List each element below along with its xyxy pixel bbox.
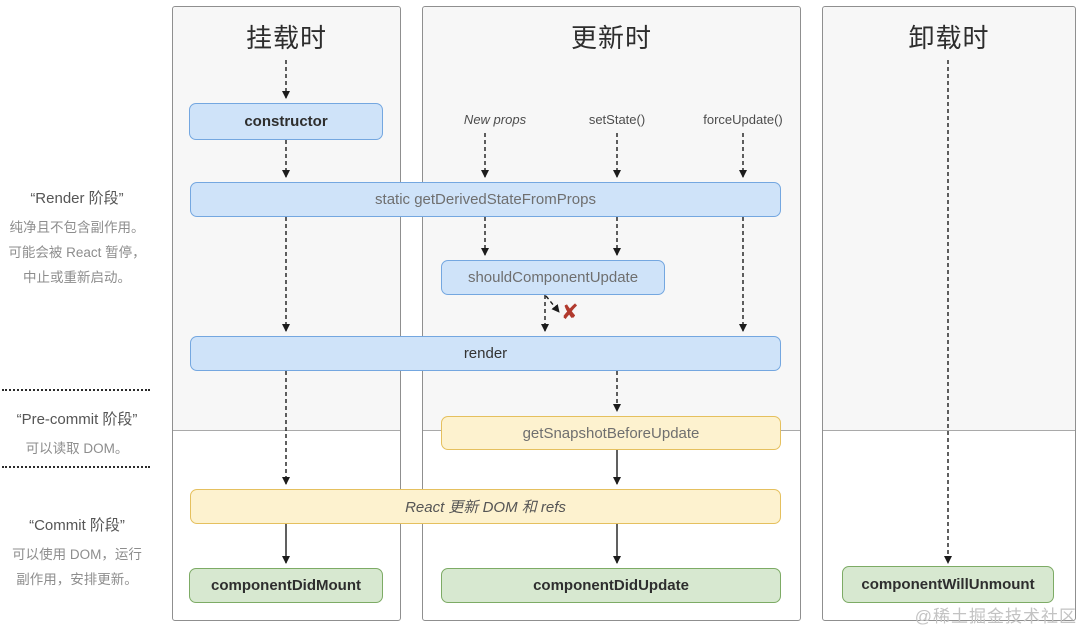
- panel-mounting: [172, 6, 401, 621]
- commit-phase-note: “Commit 阶段” 可以使用 DOM，运行 副作用，安排更新。: [0, 514, 154, 592]
- node-component-will-unmount: componentWillUnmount: [842, 566, 1054, 603]
- precommit-phase-note: “Pre-commit 阶段” 可以读取 DOM。: [0, 408, 154, 461]
- panel-unmounting: [822, 6, 1076, 621]
- render-phase-line: 中止或重新启动。: [23, 270, 131, 285]
- column-title-unmounting: 卸载时: [908, 23, 990, 53]
- trigger-set-state: setState(): [588, 112, 646, 127]
- render-phase-title: “Render 阶段”: [30, 190, 124, 207]
- precommit-phase-line: 可以读取 DOM。: [25, 441, 129, 456]
- node-get-derived-state-from-props: static getDerivedStateFromProps: [190, 182, 781, 217]
- column-title-mounting: 挂载时: [245, 23, 327, 53]
- node-component-did-mount: componentDidMount: [189, 568, 383, 603]
- render-phase-note: “Render 阶段” 纯净且不包含副作用。 可能会被 React 暂停， 中止…: [0, 187, 154, 290]
- precommit-phase-title: “Pre-commit 阶段”: [16, 411, 138, 428]
- node-constructor: constructor: [189, 103, 383, 140]
- node-render: render: [190, 336, 781, 371]
- trigger-new-props: New props: [463, 112, 527, 127]
- render-phase-region-unmounting: [823, 7, 1075, 431]
- panel-updating: [422, 6, 801, 621]
- node-react-updates-dom: React 更新 DOM 和 refs: [190, 489, 781, 524]
- commit-phase-title: “Commit 阶段”: [29, 517, 125, 534]
- commit-phase-line: 副作用，安排更新。: [16, 572, 138, 587]
- render-phase-line: 纯净且不包含副作用。: [9, 220, 145, 235]
- node-get-snapshot-before-update: getSnapshotBeforeUpdate: [441, 416, 781, 450]
- cancel-cross-icon: ✘: [561, 301, 579, 324]
- column-title-updating: 更新时: [570, 23, 652, 53]
- node-should-component-update: shouldComponentUpdate: [441, 260, 665, 295]
- phase-separator-top: [2, 389, 150, 391]
- trigger-force-update: forceUpdate(): [703, 112, 783, 127]
- render-phase-line: 可能会被 React 暂停，: [8, 245, 146, 260]
- watermark: @稀土掘金技术社区: [914, 607, 1077, 626]
- node-component-did-update: componentDidUpdate: [441, 568, 781, 603]
- phase-separator-bottom: [2, 466, 150, 468]
- commit-phase-line: 可以使用 DOM，运行: [12, 547, 142, 562]
